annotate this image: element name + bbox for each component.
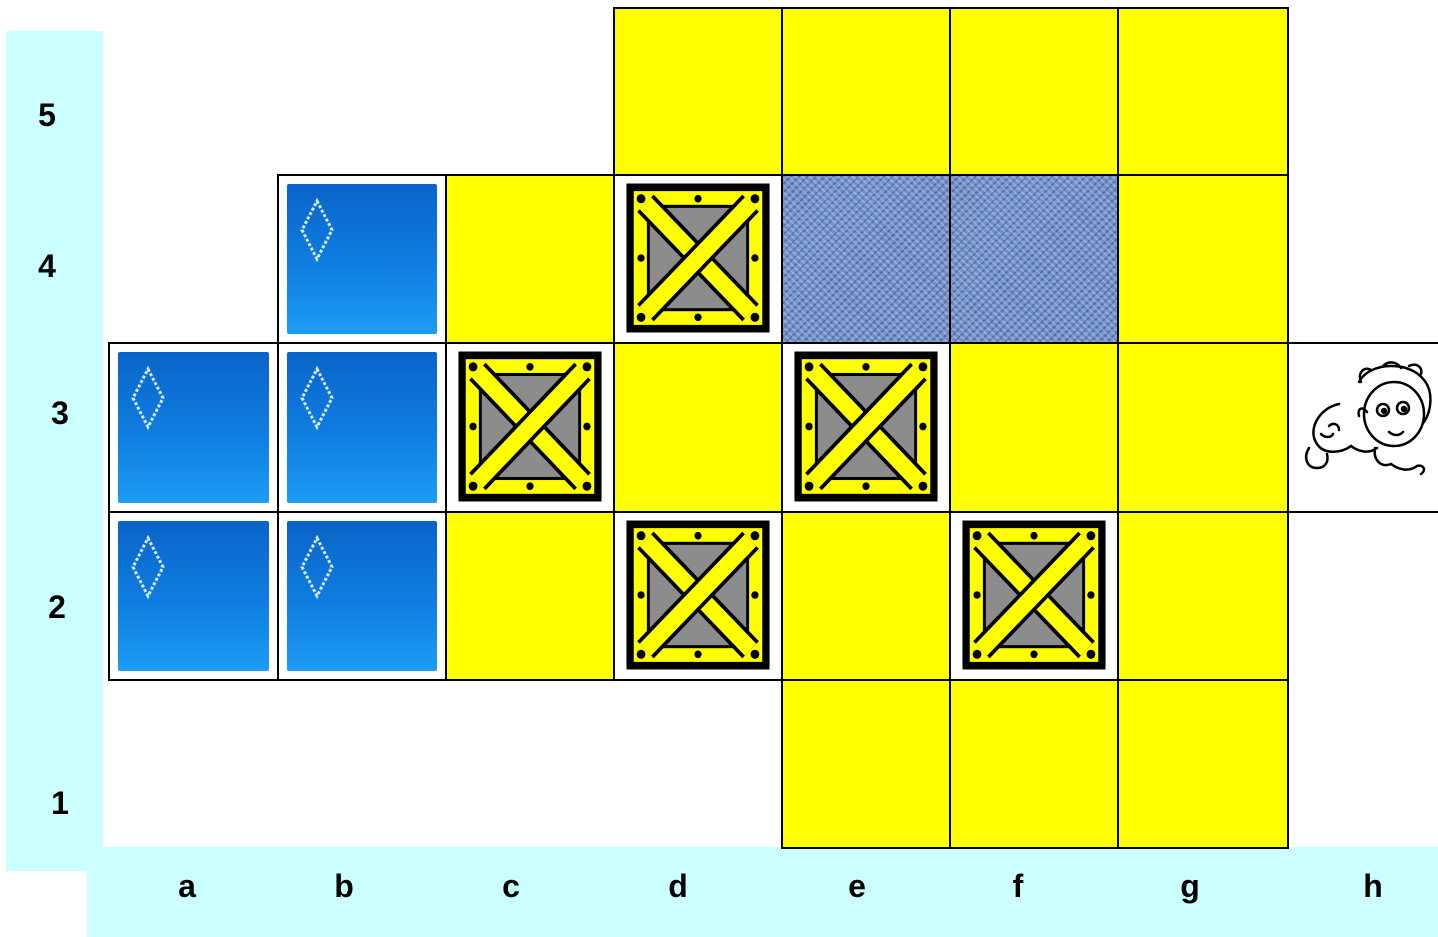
cell-f1[interactable] <box>949 679 1119 849</box>
crate-icon[interactable] <box>961 519 1107 671</box>
cell-d2[interactable] <box>613 511 783 681</box>
cell-f4[interactable] <box>949 174 1119 344</box>
col-label-g: g <box>1170 866 1210 906</box>
col-label-c: c <box>491 866 531 906</box>
cell-c3[interactable] <box>445 342 615 513</box>
cell-b4[interactable] <box>277 174 447 344</box>
cell-d3[interactable] <box>613 342 783 513</box>
diamond-goal-tile-icon <box>118 352 269 503</box>
cell-f3[interactable] <box>949 342 1119 513</box>
cell-g1[interactable] <box>1117 679 1289 849</box>
col-label-f: f <box>998 866 1038 906</box>
row-label-bar <box>6 31 103 871</box>
cell-c4[interactable] <box>445 174 615 344</box>
cell-f5[interactable] <box>949 7 1119 176</box>
crate-icon[interactable] <box>793 350 939 503</box>
row-label-4: 4 <box>27 246 67 286</box>
crate-icon[interactable] <box>457 350 603 503</box>
cell-e5[interactable] <box>781 7 951 176</box>
cell-g4[interactable] <box>1117 174 1289 344</box>
column-label-bar <box>87 847 1438 937</box>
col-label-h: h <box>1353 866 1393 906</box>
col-label-b: b <box>324 866 364 906</box>
cell-b2[interactable] <box>277 511 447 681</box>
crate-icon[interactable] <box>625 519 771 671</box>
diamond-goal-tile-icon <box>287 352 437 503</box>
water-icon <box>951 176 1117 342</box>
cell-g2[interactable] <box>1117 511 1289 681</box>
row-label-5: 5 <box>27 95 67 135</box>
cell-a2[interactable] <box>108 511 279 681</box>
crate-icon[interactable] <box>625 182 771 334</box>
row-label-1: 1 <box>40 783 80 823</box>
cell-h3[interactable] <box>1287 342 1438 513</box>
water-icon <box>783 176 949 342</box>
cell-g5[interactable] <box>1117 7 1289 176</box>
cell-b3[interactable] <box>277 342 447 513</box>
cell-e4[interactable] <box>781 174 951 344</box>
cell-g3[interactable] <box>1117 342 1289 513</box>
diamond-goal-tile-icon <box>287 521 437 671</box>
diamond-goal-tile-icon <box>118 521 269 671</box>
row-label-2: 2 <box>37 587 77 627</box>
cell-d5[interactable] <box>613 7 783 176</box>
cell-e2[interactable] <box>781 511 951 681</box>
cell-d4[interactable] <box>613 174 783 344</box>
col-label-e: e <box>837 866 877 906</box>
col-label-d: d <box>658 866 698 906</box>
col-label-a: a <box>167 866 207 906</box>
diamond-goal-tile-icon <box>287 184 437 334</box>
cell-e3[interactable] <box>781 342 951 513</box>
row-label-3: 3 <box>40 393 80 433</box>
cell-c2[interactable] <box>445 511 615 681</box>
boy-player-icon[interactable] <box>1299 352 1438 497</box>
cell-f2[interactable] <box>949 511 1119 681</box>
cell-a3[interactable] <box>108 342 279 513</box>
cell-e1[interactable] <box>781 679 951 849</box>
